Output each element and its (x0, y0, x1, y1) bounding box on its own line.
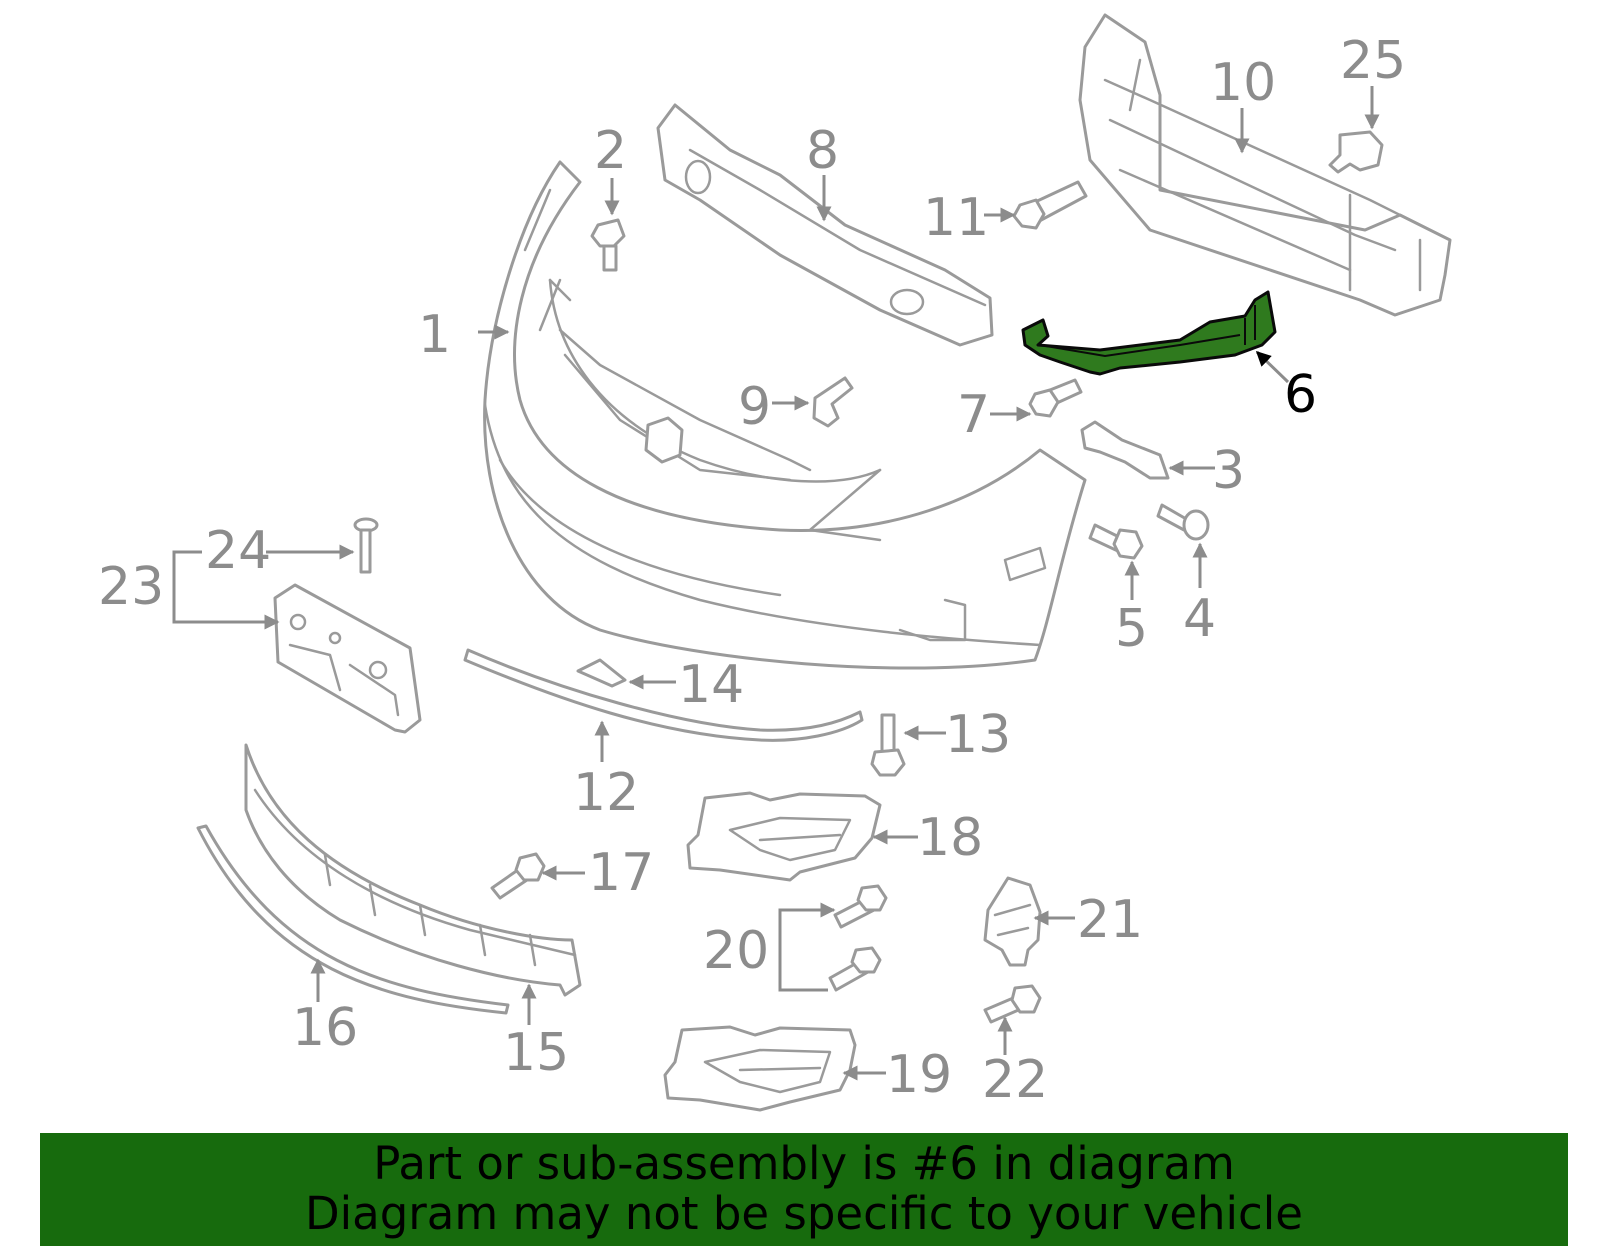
part-3-bracket (1080, 420, 1170, 480)
part-8-bracket (656, 103, 994, 347)
part-25-clip (1328, 130, 1384, 174)
part-20-bolts (828, 884, 888, 992)
callout-3: 3 (1212, 441, 1245, 501)
part-9-pin (812, 376, 854, 428)
callout-23: 23 (98, 557, 164, 617)
callout-19: 19 (886, 1045, 952, 1105)
callout-1: 1 (418, 305, 451, 365)
part-18-fog-cover (686, 791, 882, 882)
footer-line-2: Diagram may not be specific to your vehi… (305, 1187, 1303, 1240)
callout-8: 8 (806, 121, 839, 181)
part-2-bolt (590, 218, 626, 272)
footer-line-1: Part or sub-assembly is #6 in diagram (373, 1137, 1235, 1190)
callout-11: 11 (923, 188, 989, 248)
callout-16: 16 (292, 998, 358, 1058)
part-17-bolt (490, 852, 546, 900)
part-19-fog-cover (663, 1025, 857, 1112)
callout-4: 4 (1183, 589, 1216, 649)
part-10-absorber (1078, 13, 1452, 317)
part-6-highlighted (1021, 290, 1277, 376)
callout-6: 6 (1284, 365, 1317, 425)
callout-18: 18 (917, 808, 983, 868)
callout-17: 17 (588, 843, 654, 903)
part-14-clip (576, 658, 627, 688)
callout-labels: 1 2 3 4 5 6 7 8 9 10 11 12 13 14 15 16 1… (98, 31, 1406, 1110)
callout-14: 14 (678, 655, 744, 715)
part-15-lower-grille (244, 743, 582, 997)
callout-9: 9 (738, 377, 771, 437)
callout-10: 10 (1210, 53, 1276, 113)
footer-banner: Part or sub-assembly is #6 in diagram Di… (40, 1133, 1568, 1246)
callout-15: 15 (503, 1023, 569, 1083)
callout-5: 5 (1115, 599, 1148, 659)
callout-21: 21 (1077, 890, 1143, 950)
part-12-molding (463, 648, 864, 742)
part-13-bolt (870, 713, 906, 777)
callout-13: 13 (945, 705, 1011, 765)
callout-20: 20 (703, 921, 769, 981)
callout-2: 2 (594, 121, 627, 181)
part-1-bumper-cover (483, 160, 1087, 670)
part-21-bracket (983, 876, 1042, 967)
part-16-strip (196, 824, 510, 1015)
part-7-bolt (1028, 378, 1083, 418)
part-24-screw (353, 517, 379, 574)
part-22-bolt (983, 984, 1042, 1024)
callout-24: 24 (205, 521, 271, 581)
part-23-license-bracket (273, 583, 422, 734)
callout-22: 22 (982, 1050, 1048, 1110)
leader-lines (172, 86, 1380, 1081)
part-11-bolt (1012, 180, 1088, 230)
part-4-pin (1156, 503, 1210, 541)
callout-12: 12 (573, 763, 639, 823)
callout-25: 25 (1340, 31, 1406, 91)
callout-7: 7 (957, 385, 990, 445)
part-5-bolt (1088, 523, 1144, 560)
